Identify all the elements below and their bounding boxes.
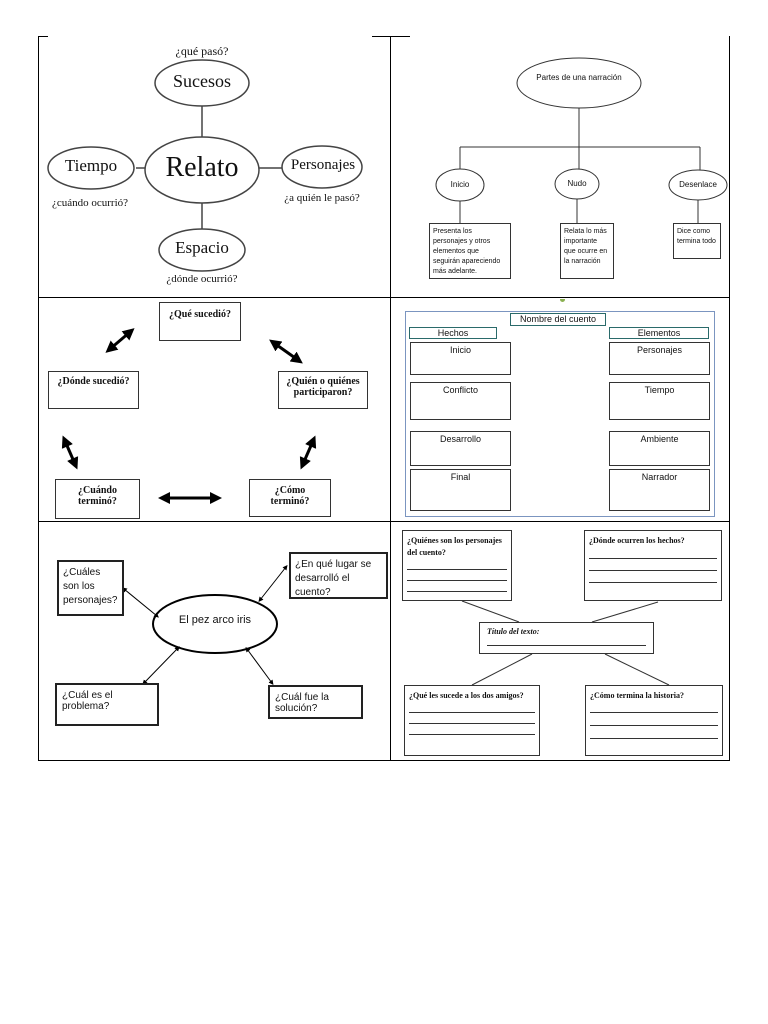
relato-map-lines [47,59,363,272]
elementos-item: Ambiente [609,431,710,466]
grid-center-divider [390,36,391,761]
relato-center-label: Relato [165,152,239,183]
rotate-handle[interactable] [560,299,565,302]
tiempo-label: Tiempo [64,156,118,175]
grid-left-border [38,36,39,761]
pez-arco-iris-map: El pez arco iris ¿Cuáles son los persona… [40,523,389,759]
elementos-item: Personajes [609,342,710,375]
personajes-cuento-question: ¿Quiénes son los personajes del cuento? [407,536,502,557]
hechos-item: Final [410,469,511,511]
elementos-item: Narrador [609,469,710,511]
espacio-label: Espacio [175,238,229,257]
que-sucede-box: ¿Qué les sucede a los dos amigos? [404,685,540,756]
grid-right-border [729,36,730,761]
lugar-question-box: ¿En qué lugar se desarrolló el cuento? [289,552,388,599]
solucion-question-box: ¿Cuál fue la solución? [268,685,363,719]
titulo-texto-label: Título del texto: [487,627,540,636]
titulo-texto-box: Título del texto: [479,622,654,654]
table-selection-frame [405,311,715,517]
partes-title: Partes de una narración [536,73,622,82]
preguntas-arrows [61,328,317,504]
answer-line[interactable] [590,713,718,726]
grid-row-divider-2 [38,521,730,522]
elementos-item: Tiempo [609,382,710,420]
texto-lines [461,600,670,686]
answer-line[interactable] [409,713,535,724]
partes-narracion-diagram: Partes de una narración Inicio Nudo Dese… [392,37,728,295]
answer-line[interactable] [589,559,717,571]
como-termina-box: ¿Cómo termina la historia? [585,685,723,756]
grid-row-divider-1 [38,297,730,298]
answer-line[interactable] [589,547,717,559]
preguntas-diagram: ¿Qué sucedió? ¿Dónde sucedió? ¿Quién o q… [40,299,389,520]
donde-hechos-question: ¿Dónde ocurren los hechos? [589,536,685,545]
pez-center-label: El pez arco iris [178,614,252,626]
como-termina-question: ¿Cómo termina la historia? [590,691,684,700]
nombre-cuento-table: Nombre del cuento Hechos Elementos Inici… [392,299,728,520]
hechos-item: Conflicto [410,382,511,420]
personajes-question: ¿a quién le pasó? [284,192,360,204]
hechos-item: Desarrollo [410,431,511,466]
partes-narracion-lines [435,57,728,223]
grid-bottom-border [38,760,730,761]
inicio-label: Inicio [450,180,470,189]
answer-line[interactable] [409,702,535,713]
problema-question-box: ¿Cuál es el problema? [55,683,159,726]
answer-line[interactable] [589,571,717,583]
texto-questions-map: ¿Quiénes son los personajes del cuento? … [392,523,728,759]
personajes-cuento-box: ¿Quiénes son los personajes del cuento? [402,530,512,601]
elementos-header: Elementos [609,327,709,339]
answer-line[interactable] [407,559,507,570]
grid-top-tick-center [372,36,410,37]
que-sucedio-box: ¿Qué sucedió? [159,302,241,341]
pez-arrows [122,565,288,686]
quien-participaron-box: ¿Quién o quiénes participaron? [278,371,368,409]
nudo-label: Nudo [567,179,587,188]
donde-sucedio-box: ¿Dónde sucedió? [48,371,139,409]
sucesos-question: ¿qué pasó? [175,44,229,58]
donde-hechos-box: ¿Dónde ocurren los hechos? [584,530,722,601]
que-sucede-question: ¿Qué les sucede a los dos amigos? [409,691,524,700]
tiempo-question: ¿cuándo ocurrió? [51,197,129,209]
personajes-label: Personajes [290,157,356,173]
inicio-description: Presenta los personajes y otros elemento… [429,223,511,279]
relato-map: ¿qué pasó? Sucesos Relato Tiempo ¿cuándo… [40,37,370,295]
answer-line[interactable] [590,726,718,739]
answer-line[interactable] [590,702,718,713]
answer-line[interactable] [487,636,646,646]
hechos-header: Hechos [409,327,497,339]
grid-top-tick-left [38,36,48,37]
cuando-termino-box: ¿Cuándo terminó? [55,479,140,519]
answer-line[interactable] [409,724,535,735]
nudo-description: Relata lo más importante que ocurre en l… [560,223,614,279]
sucesos-label: Sucesos [173,71,231,91]
desenlace-label: Desenlace [679,180,717,189]
espacio-question: ¿dónde ocurrió? [166,273,238,285]
answer-line[interactable] [407,570,507,581]
como-termino-box: ¿Cómo terminó? [249,479,331,517]
cuento-title-box: Nombre del cuento [510,313,606,326]
answer-line[interactable] [407,581,507,592]
hechos-item: Inicio [410,342,511,375]
desenlace-description: Dice como termina todo [673,223,721,259]
personajes-question-box: ¿Cuáles son los personajes? [57,560,124,616]
